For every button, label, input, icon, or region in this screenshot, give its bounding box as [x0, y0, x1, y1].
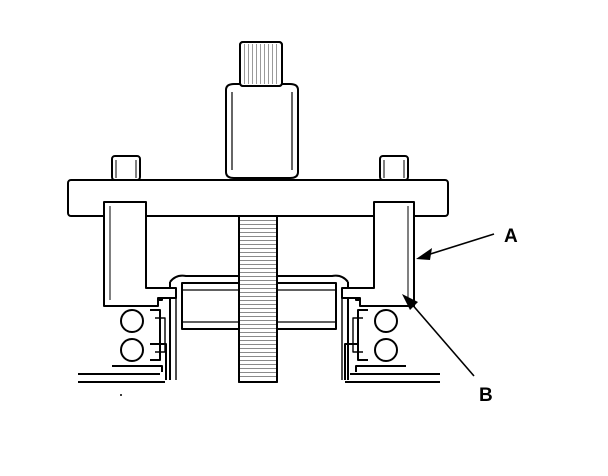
puller-jaw-right	[341, 201, 415, 307]
leader-line-b	[402, 294, 475, 377]
callout-label-b: B	[479, 385, 493, 406]
crossbar-bolt-left	[111, 155, 141, 181]
crossbar-bolt-right	[379, 155, 409, 181]
center-threaded-rod	[238, 213, 278, 383]
callout-label-a: A	[504, 226, 518, 247]
forcing-screw-top	[239, 41, 283, 87]
leader-line-a	[416, 233, 495, 260]
puller-crossbar	[67, 179, 449, 217]
stray-mark	[120, 394, 122, 396]
center-nut	[225, 83, 299, 179]
puller-jaw-left	[103, 201, 177, 307]
